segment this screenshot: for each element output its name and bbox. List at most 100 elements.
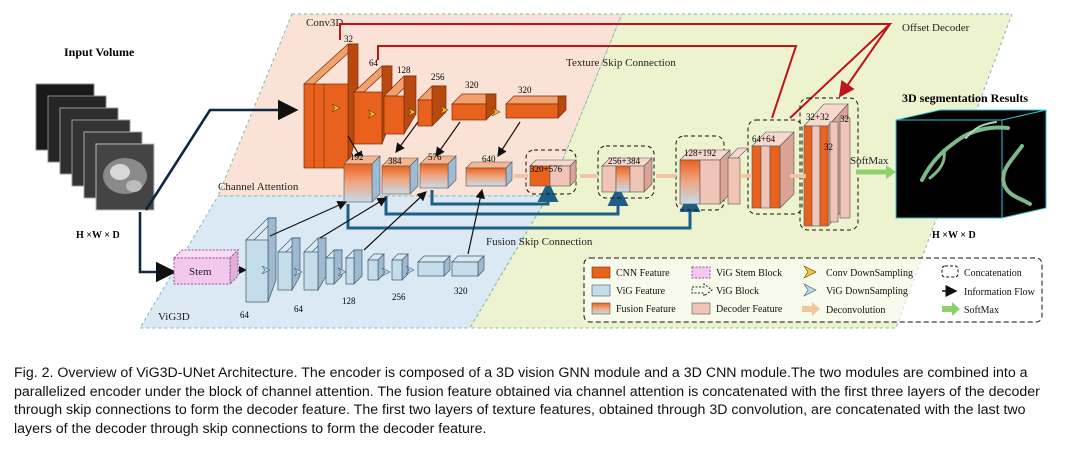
softmax-arrow-head [886, 165, 896, 179]
fusion-ch-1: 192 [350, 152, 364, 162]
cnn-to-fusion-arrow-2 [395, 121, 419, 153]
conv-downsampling-icon [331, 103, 341, 113]
legend-vig-block-icon [691, 283, 713, 297]
offset-decoder-label: Offset Decoder [902, 22, 970, 34]
input-to-cnn-arrow [144, 99, 299, 211]
decoder-ch-7: 32 [840, 114, 849, 124]
legend-cnn-swatch [591, 266, 611, 279]
decoder-ch-5: 32+32 [806, 112, 829, 122]
legend-deconvolution-label: Deconvolution [826, 305, 885, 316]
cnn-ch-3: 128 [397, 65, 411, 75]
legend-softmax-icon [942, 302, 960, 316]
vig-downsampling-icon [337, 267, 347, 277]
cnn-block-6 [505, 95, 567, 119]
fusion-block-3 [419, 155, 457, 189]
conv3d-label: Conv3D [306, 17, 343, 29]
legend-stem-swatch [691, 266, 711, 279]
decoder-block-2 [601, 157, 653, 193]
decoder-block-3 [679, 147, 749, 205]
legend-fusion-swatch [591, 302, 611, 315]
input-volume-stack [35, 83, 155, 211]
cnn-block-5 [451, 93, 497, 121]
decoder-ch-1: 320+576 [530, 164, 563, 174]
fusion-block-4 [465, 161, 513, 187]
conv-downsampling-icon [491, 107, 501, 117]
decoder-block-4 [751, 131, 795, 209]
vig-ch-3: 128 [342, 296, 356, 306]
cnn-to-fusion-arrow-3 [435, 121, 461, 157]
fusion-skip-label: Fusion Skip Connection [486, 236, 593, 248]
vig-block-1 [245, 217, 277, 303]
input-volume-title: Input Volume [64, 45, 135, 59]
texture-skip-label: Texture Skip Connection [566, 57, 676, 69]
vig-downsampling-icon [405, 265, 415, 275]
legend-information-flow-label: Information Flow [964, 287, 1036, 298]
fusion-block-2 [381, 157, 419, 195]
legend-decoder-swatch [691, 302, 711, 315]
vig-to-fusion-arrow-2 [319, 197, 388, 239]
vig-downsampling-icon [381, 267, 391, 277]
vig-downsampling-icon [293, 267, 303, 277]
concat-box-5 [799, 97, 859, 231]
cnn-ch-4: 256 [431, 72, 445, 82]
input-dims: H ×W × D [76, 230, 120, 241]
fusion-block-1 [343, 155, 381, 203]
softmax-label: SoftMax [850, 155, 889, 167]
vig-ch-4: 256 [392, 292, 406, 302]
legend-vig-block-label: ViG Block [716, 286, 759, 297]
decoder-ch-2: 256+384 [608, 156, 641, 166]
legend: CNN Feature ViG Feature Fusion Feature V… [583, 257, 1043, 323]
cnn-block-3 [383, 75, 417, 136]
legend-vig-swatch [591, 284, 611, 297]
vig3d-label: ViG3D [158, 311, 190, 323]
vig-block-5 [417, 255, 485, 277]
decoder-block-1 [529, 159, 577, 187]
cnn-ch-2: 64 [369, 58, 379, 68]
channel-attention-label: Channel Attention [218, 181, 299, 193]
legend-softmax-label: SoftMax [964, 305, 999, 316]
concat-box-1 [525, 149, 577, 195]
conv-downsampling-icon [367, 109, 377, 119]
conv-downsampling-icon [439, 105, 449, 115]
vig-to-fusion-arrow-3 [363, 191, 427, 251]
legend-vig-downsampling-label: ViG DownSampling [826, 286, 908, 297]
cnn-encoder [303, 43, 567, 169]
fusion-skip-line-1 [346, 191, 701, 230]
vig-downsampling-icon [261, 265, 271, 275]
vig-stem-block: Stem [172, 248, 240, 286]
output-title: 3D segmentation Results [902, 91, 1028, 105]
legend-decoder-label: Decoder Feature [716, 304, 783, 315]
texture-skip-line-2 [377, 45, 798, 119]
figure-caption: Fig. 2. Overview of ViG3D-UNet Architect… [14, 365, 1040, 437]
cnn-ch-1: 32 [344, 34, 353, 44]
fusion-ch-4: 640 [482, 154, 496, 164]
vig-block-2 [277, 237, 327, 292]
cnn-to-fusion-arrow-4 [497, 121, 521, 158]
conv-downsampling-icon [407, 107, 417, 117]
fusion-ch-3: 576 [428, 152, 442, 162]
legend-concatenation-label: Concatenation [964, 268, 1022, 279]
vig-ch-1: 64 [240, 310, 250, 320]
vig-encoder [245, 217, 485, 303]
texture-skip-line-1 [339, 23, 893, 119]
vig-ch-5: 320 [454, 286, 468, 296]
decoder-block-5 [803, 103, 851, 227]
vig-to-fusion-arrow-4 [467, 188, 485, 255]
stem-label: Stem [189, 266, 212, 278]
cnn-ch-5: 320 [465, 80, 479, 90]
input-to-vig-arrow [138, 212, 177, 283]
decoder-ch-6: 32 [824, 142, 833, 152]
cnn-block-1 [303, 43, 359, 169]
legend-cnn-label: CNN Feature [616, 268, 670, 279]
vig-block-3 [325, 249, 363, 285]
fusion-skip-line-3 [430, 181, 559, 206]
legend-vig-downsampling-icon [803, 283, 817, 297]
decoder-ch-3: 128+192 [684, 148, 716, 158]
vig-to-fusion-arrow-1 [269, 201, 348, 237]
cnn-block-4 [417, 85, 447, 127]
legend-stem-label: ViG Stem Block [716, 268, 782, 279]
legend-vig-label: ViG Feature [616, 286, 666, 297]
legend-concatenation-icon [941, 265, 959, 278]
